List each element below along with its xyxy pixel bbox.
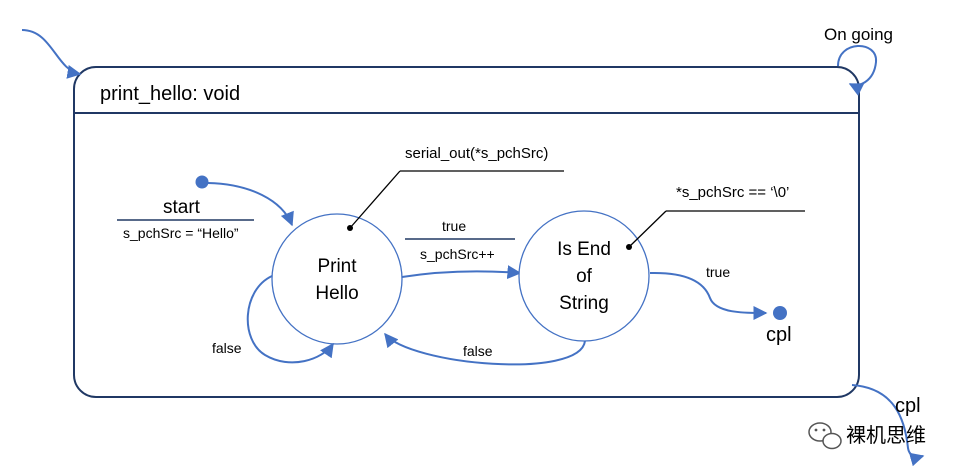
print-to-end-guard: true	[442, 218, 466, 234]
print-to-end-transition	[401, 265, 522, 280]
start-action: s_pchSrc = “Hello”	[123, 225, 239, 241]
print-note-text: serial_out(*s_pchSrc)	[405, 145, 548, 162]
is-end-note-leader	[628, 210, 667, 248]
state-title: print_hello: void	[100, 83, 240, 105]
end-to-final-label: true	[706, 264, 730, 280]
start-transition	[207, 182, 294, 227]
final-state	[773, 306, 787, 320]
outer-exit-arrow	[851, 384, 925, 467]
composite-state-frame	[73, 66, 860, 398]
start-label: start	[163, 197, 201, 218]
is-end-line1: Is End	[557, 239, 611, 260]
ongoing-label: On going	[824, 25, 893, 44]
outer-exit-label: cpl	[895, 395, 921, 417]
state-print-hello	[271, 213, 403, 345]
is-end-line3: String	[559, 293, 609, 314]
print-hello-line2: Hello	[315, 283, 358, 304]
is-end-line2: of	[576, 266, 593, 287]
is-end-note-text: *s_pchSrc == ‘\0’	[676, 184, 789, 201]
print-hello-line1: Print	[317, 256, 357, 277]
print-to-end-action: s_pchSrc++	[420, 246, 495, 262]
entry-arrow	[21, 29, 82, 79]
end-to-print-label: false	[463, 343, 493, 359]
self-loop-label: false	[212, 340, 242, 356]
initial-pseudo-state	[195, 175, 209, 189]
wechat-icon	[808, 422, 842, 450]
end-to-final-transition	[649, 271, 768, 321]
ongoing-self-loop	[837, 45, 878, 96]
watermark-text: 裸机思维	[846, 424, 926, 447]
end-to-print-transition	[384, 332, 586, 366]
print-self-loop	[246, 275, 334, 364]
final-label: cpl	[766, 324, 792, 346]
print-note-leader	[349, 170, 401, 229]
